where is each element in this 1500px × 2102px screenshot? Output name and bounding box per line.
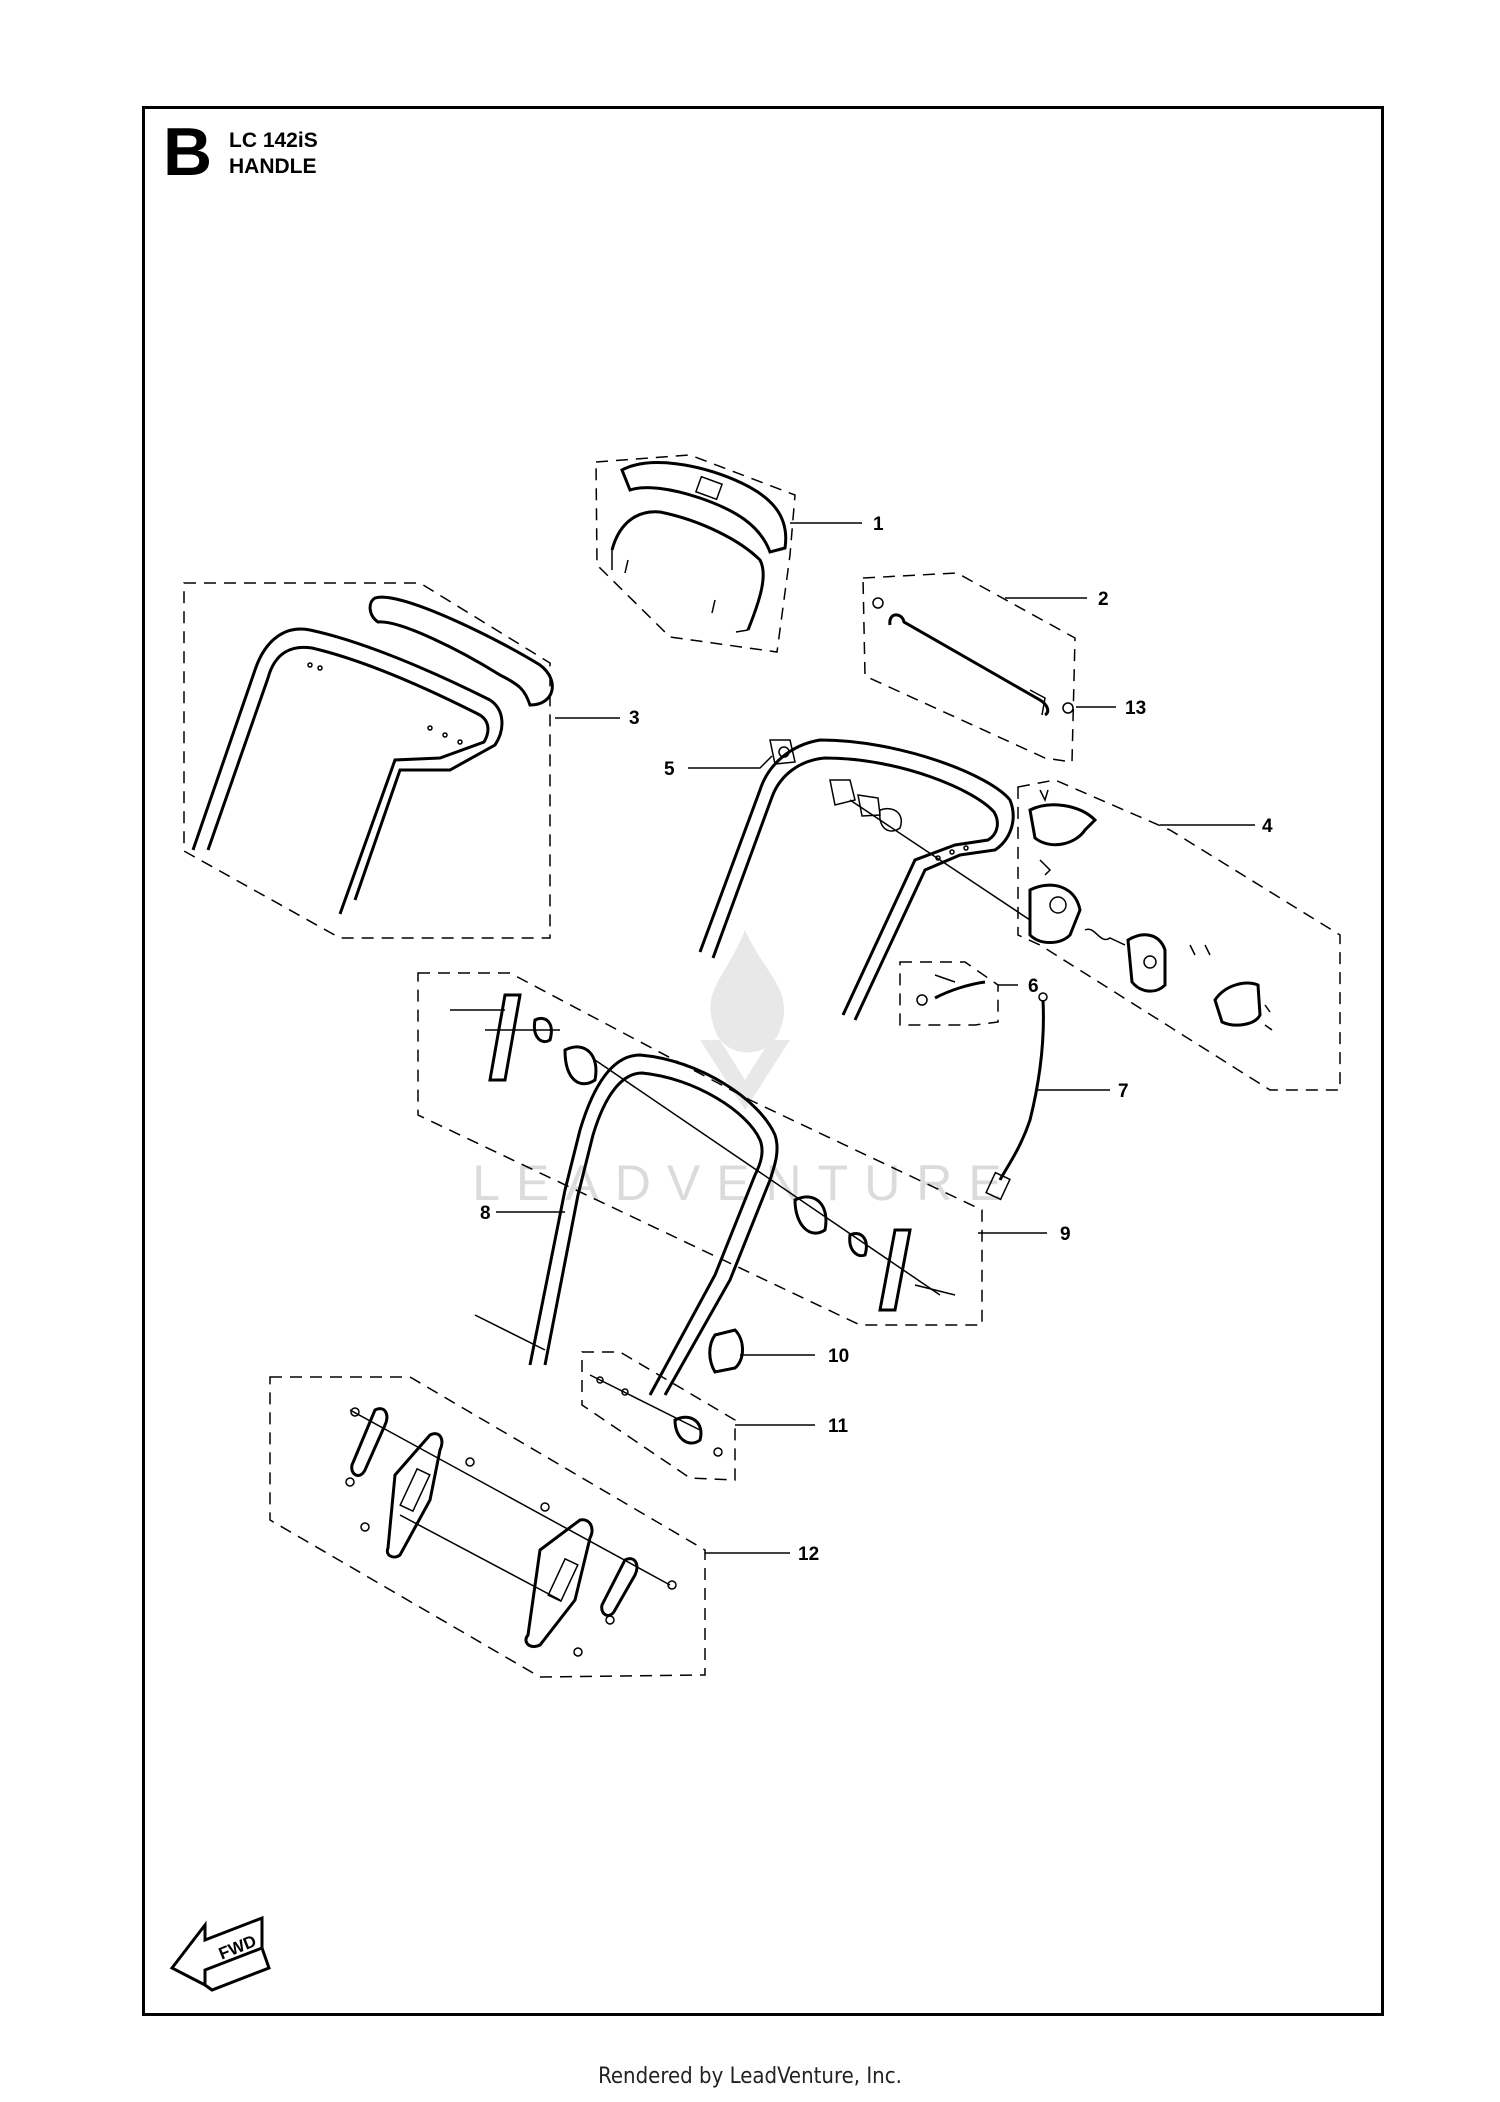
part-8-lower-handle [474,1053,779,1396]
part-3-upper-handle-group [183,582,620,939]
callout-10: 10 [828,1346,849,1367]
callout-12: 12 [798,1544,819,1565]
assembly-title: HANDLE [229,155,317,178]
part-13-nut [1062,702,1116,714]
callout-8: 8 [480,1203,491,1224]
part-11-knob-group [581,1351,815,1481]
callout-5: 5 [664,759,675,780]
watermark: LEADVENTURE [472,930,1002,1211]
callout-3: 3 [629,708,640,729]
model-name: LC 142iS [229,129,318,152]
callout-11: 11 [828,1416,849,1437]
part-9-knob-group [417,972,1047,1326]
callout-13: 13 [1125,698,1146,719]
part-7-cable [985,992,1110,1201]
callout-9: 9 [1060,1224,1071,1245]
part-12-bracket-group [269,1376,790,1678]
part-5-clip [688,739,796,769]
fwd-arrow-icon: FWD [169,1915,271,1992]
part-1-upper-grip-group [595,454,862,653]
part-4-control-group [1017,779,1341,1091]
callout-4: 4 [1262,816,1273,837]
callout-7: 7 [1118,1081,1129,1102]
middle-handle-frame [698,738,1031,1021]
callout-2: 2 [1098,589,1109,610]
callout-1: 1 [873,514,884,535]
part-10-bushing [708,1328,815,1374]
footer-credit: Rendered by LeadVenture, Inc. [598,2064,902,2089]
part-6-cable-group [899,961,1018,1026]
diagram-frame [142,106,1384,2016]
part-2-control-rod-group [862,572,1087,763]
section-letter: B [163,114,213,190]
callout-6: 6 [1028,976,1039,997]
